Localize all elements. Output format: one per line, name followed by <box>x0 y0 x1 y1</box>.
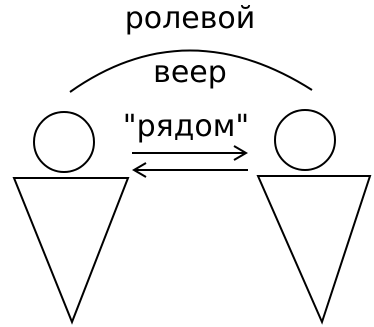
left-person-body <box>12 177 130 325</box>
right-person-head <box>274 109 336 171</box>
right-person-body <box>256 175 372 325</box>
label-top: ролевой <box>125 1 256 36</box>
left-person-head <box>33 111 95 173</box>
fan-arc <box>69 49 313 93</box>
label-middle: веер <box>153 55 227 90</box>
label-relation: "рядом" <box>123 109 249 144</box>
arrow-right <box>132 145 248 161</box>
arrow-left <box>132 162 248 178</box>
